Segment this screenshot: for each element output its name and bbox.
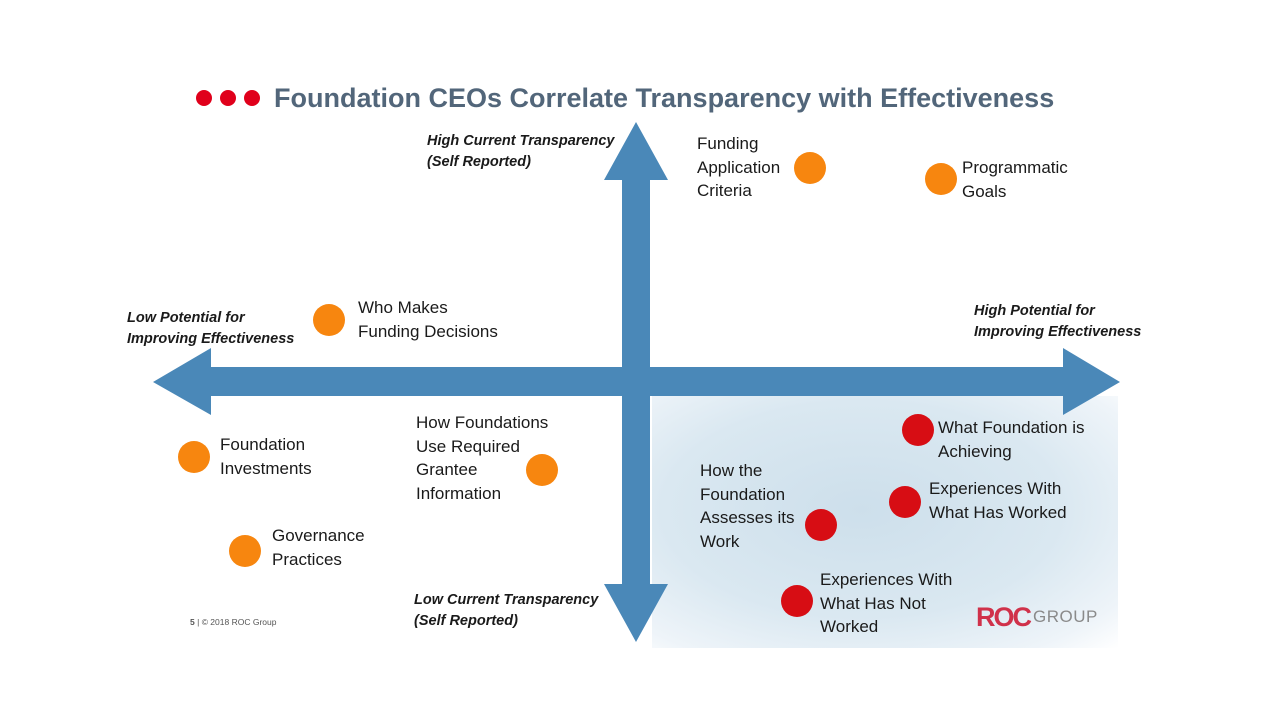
item-label-line: Experiences With: [929, 479, 1062, 498]
title-row: Foundation CEOs Correlate Transparency w…: [196, 78, 1054, 118]
item-label-line: Achieving: [938, 441, 1012, 461]
item-label-line: Information: [416, 483, 502, 503]
axis-label-line: High Current Transparency: [427, 133, 615, 149]
orange-dot: [794, 152, 826, 184]
roc-group-logo: ROC GROUP: [976, 602, 1098, 632]
item-governance-practices: Governance Practices: [272, 524, 365, 571]
item-label-line: Assesses its: [700, 508, 795, 527]
axis-label-line: Improving Effectiveness: [974, 324, 1142, 340]
orange-dot: [313, 304, 345, 336]
red-dot: [781, 585, 813, 617]
red-dot: [889, 486, 921, 518]
logo-roc-wordmark: ROC: [976, 601, 1032, 632]
item-label-line: Practices: [272, 549, 342, 569]
page-number: 5: [190, 617, 195, 627]
item-what-foundation-is-achieving: What Foundation is Achieving: [938, 416, 1084, 463]
item-label-line: What Has Worked: [929, 502, 1067, 522]
footer-separator: |: [197, 617, 202, 627]
title-bullet-dot: [244, 90, 260, 106]
item-who-makes-funding-decisions: Who Makes Funding Decisions: [358, 296, 498, 343]
item-label-line: What Has Not: [820, 593, 926, 613]
item-label-line: Use Required: [416, 436, 520, 456]
item-experiences-what-has-not-worked: Experiences With What Has Not Worked: [820, 568, 952, 639]
orange-dot: [925, 163, 957, 195]
item-label-line: Who Makes: [358, 298, 448, 317]
item-funding-application-criteria: Funding Application Criteria: [697, 132, 780, 203]
orange-dot: [526, 454, 558, 486]
item-label-line: What Foundation is: [938, 418, 1085, 437]
axis-label-line: (Self Reported): [414, 613, 518, 629]
item-label-line: Worked: [820, 617, 879, 636]
axis-label-line: Low Potential for: [127, 310, 245, 326]
item-label-line: Governance: [272, 526, 365, 545]
item-how-foundation-assesses-its-work: How the Foundation Assesses its Work: [700, 459, 794, 553]
title-bullet-dot: [220, 90, 236, 106]
axis-label-left: Low Potential for Improving Effectivenes…: [127, 308, 294, 350]
axis-label-line: Low Current Transparency: [414, 592, 599, 608]
item-experiences-what-has-worked: Experiences With What Has Worked: [929, 477, 1067, 524]
slide-footer: 5 | © 2018 ROC Group: [190, 617, 276, 627]
axis-label-right: High Potential for Improving Effectivene…: [974, 301, 1141, 343]
item-foundation-investments: Foundation Investments: [220, 433, 312, 480]
copyright-text: © 2018 ROC Group: [201, 617, 277, 627]
item-label-line: Application: [697, 157, 781, 177]
item-label-line: Goals: [962, 181, 1007, 201]
page-title: Foundation CEOs Correlate Transparency w…: [274, 82, 1055, 113]
item-label-line: Foundation: [700, 484, 786, 504]
item-label-line: Programmatic: [962, 158, 1068, 177]
axis-label-line: Improving Effectiveness: [127, 331, 295, 347]
axis-label-top: High Current Transparency (Self Reported…: [427, 131, 614, 173]
red-dot: [805, 509, 837, 541]
orange-dot: [178, 441, 210, 473]
axis-label-line: High Potential for: [974, 303, 1095, 319]
item-label-line: Work: [700, 531, 740, 551]
axis-label-bottom: Low Current Transparency (Self Reported): [414, 590, 598, 632]
item-programmatic-goals: Programmatic Goals: [962, 156, 1068, 203]
title-bullet-dot: [196, 90, 212, 106]
item-label-line: Investments: [220, 458, 312, 478]
item-label-line: Funding: [697, 134, 759, 153]
item-label-line: Criteria: [697, 181, 752, 200]
horizontal-axis-arrow: [153, 348, 1120, 415]
item-label-line: How the: [700, 461, 763, 480]
item-how-foundations-use-grantee-information: How Foundations Use Required Grantee Inf…: [416, 411, 548, 505]
red-dot: [902, 414, 934, 446]
high-potential-low-transparency-highlight: [652, 396, 1118, 648]
item-label-line: Funding Decisions: [358, 321, 498, 341]
item-label-line: Grantee: [416, 460, 478, 479]
item-label-line: Experiences With: [820, 570, 953, 589]
axis-label-line: (Self Reported): [427, 154, 531, 170]
logo-group-wordmark: GROUP: [1033, 607, 1098, 626]
title-bullets: [196, 90, 260, 106]
item-label-line: How Foundations: [416, 413, 549, 432]
item-label-line: Foundation: [220, 435, 306, 454]
orange-dot: [229, 535, 261, 567]
